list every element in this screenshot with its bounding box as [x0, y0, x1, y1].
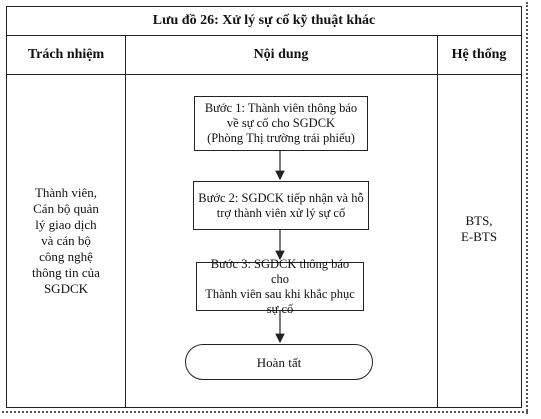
step-2-box: Bước 2: SGDCK tiếp nhận và hỗ trợ thành …: [193, 181, 369, 230]
column-divider-2: [437, 35, 438, 407]
end-label: Hoàn tất: [256, 354, 302, 370]
column-divider-1: [125, 35, 126, 407]
end-terminal: Hoàn tất: [185, 344, 373, 380]
step-1-box: Bước 1: Thành viên thông báo về sự cố ch…: [194, 96, 368, 151]
step-3-box: Bước 3: SGDCK thông báo cho Thành viên s…: [196, 257, 364, 316]
system-text: BTS, E-BTS: [460, 213, 498, 244]
flowchart-table: Lưu đồ 26: Xử lý sự cố kỹ thuật khác Trá…: [6, 6, 522, 408]
step-2-text: Bước 2: SGDCK tiếp nhận và hỗ trợ thành …: [198, 190, 364, 220]
step-3-text: Bước 3: SGDCK thông báo cho Thành viên s…: [205, 256, 355, 316]
dotted-border-right: [526, 2, 528, 414]
dotted-border-bottom: [2, 411, 528, 413]
table-title: Lưu đồ 26: Xử lý sự cố kỹ thuật khác: [7, 7, 521, 36]
header-system: Hệ thống: [437, 35, 521, 75]
flow-arrows: [275, 151, 285, 344]
header-content: Nội dung: [125, 35, 437, 75]
responsibility-text: Thành viên, Cán bộ quản lý giao dịch và …: [32, 185, 100, 296]
step-1-text: Bước 1: Thành viên thông báo về sự cố ch…: [204, 101, 358, 145]
header-responsibility: Trách nhiệm: [7, 35, 125, 75]
